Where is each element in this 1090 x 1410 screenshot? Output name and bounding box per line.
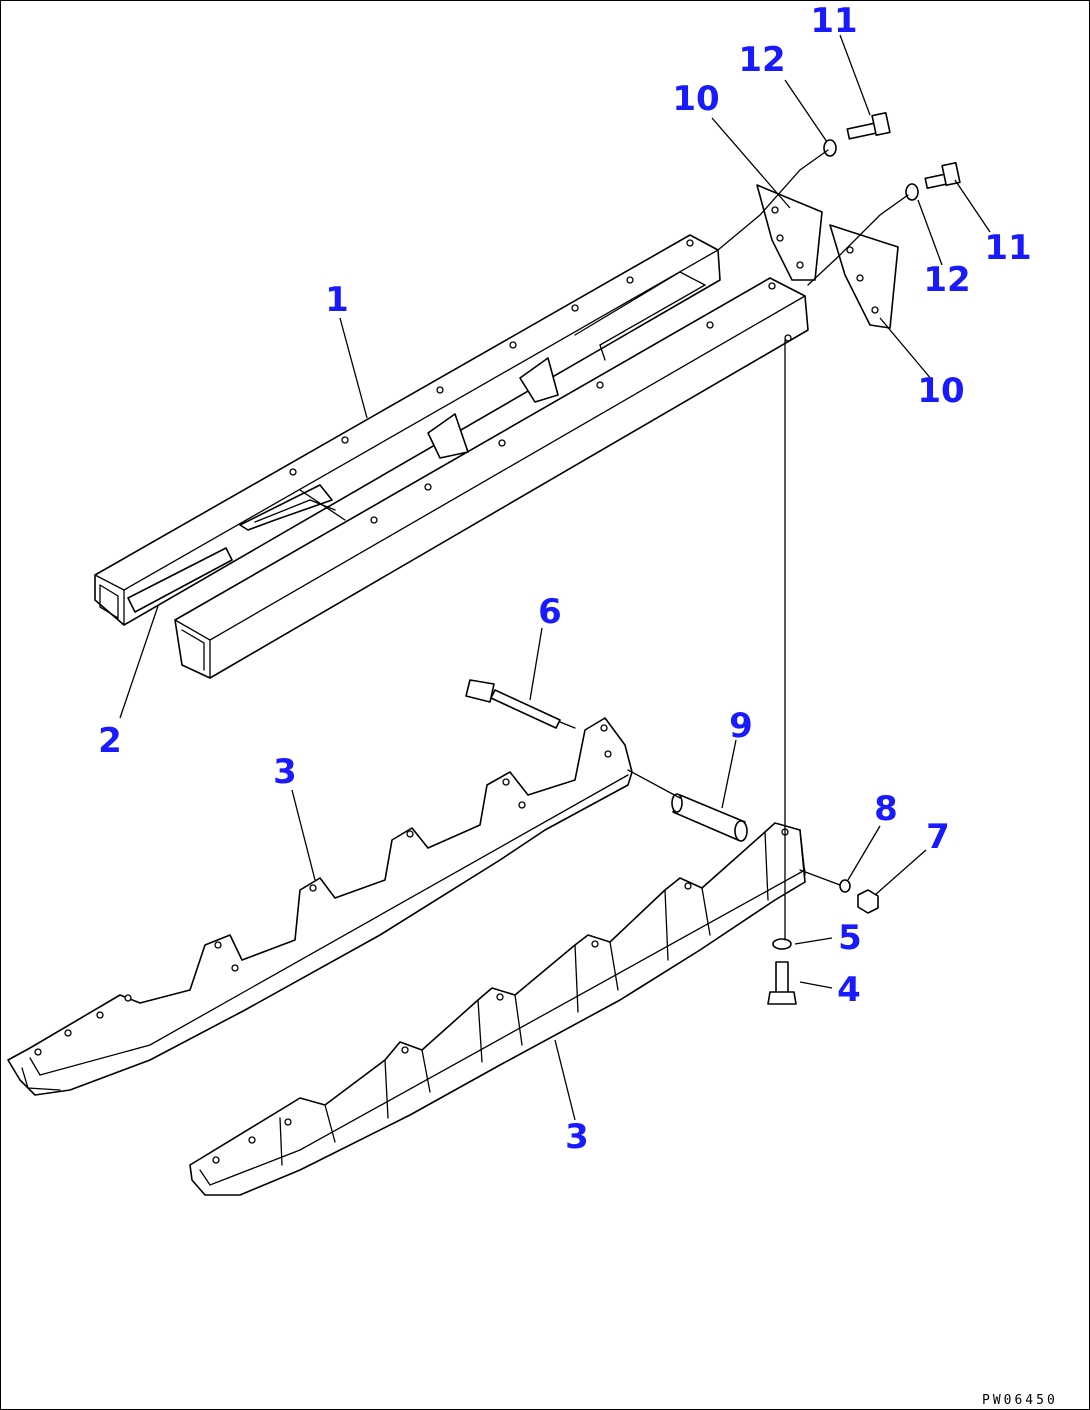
- frame-assembly: [94, 234, 809, 679]
- nut-7: [857, 889, 879, 914]
- shoe-3-rear: [7, 717, 633, 1096]
- callout-4: 4: [837, 970, 861, 1010]
- washer-8: [839, 879, 851, 893]
- drawing-code: PW06450: [982, 1393, 1058, 1408]
- part-2-strip: [127, 547, 233, 613]
- bolt-11-lower: [924, 161, 961, 189]
- bracket-upper: [756, 184, 823, 281]
- shoe-3-front: [189, 822, 806, 1196]
- bolt-4: [767, 961, 797, 1005]
- callout-6: 6: [538, 592, 562, 632]
- spacer-9: [671, 793, 748, 842]
- callout-10-lower: 10: [917, 371, 964, 411]
- callout-1: 1: [325, 280, 349, 320]
- callout-12-upper: 12: [738, 40, 785, 80]
- callout-9: 9: [729, 706, 753, 746]
- washer-12-upper: [823, 139, 837, 157]
- callout-2: 2: [98, 721, 122, 761]
- callout-11-upper: 11: [810, 1, 857, 41]
- callout-10-upper: 10: [672, 79, 719, 119]
- bolt-11-upper: [846, 111, 891, 140]
- callout-3-front: 3: [565, 1117, 589, 1157]
- callout-8: 8: [874, 789, 898, 829]
- bolt-6: [465, 679, 561, 729]
- callout-7: 7: [926, 817, 950, 857]
- callout-3-rear: 3: [273, 752, 297, 792]
- callout-11-lower: 11: [984, 228, 1031, 268]
- bracket-lower: [829, 224, 899, 329]
- callout-12-lower: 12: [923, 260, 970, 300]
- callout-5: 5: [838, 918, 862, 958]
- washer-12-lower: [905, 183, 919, 201]
- washer-5: [772, 938, 792, 950]
